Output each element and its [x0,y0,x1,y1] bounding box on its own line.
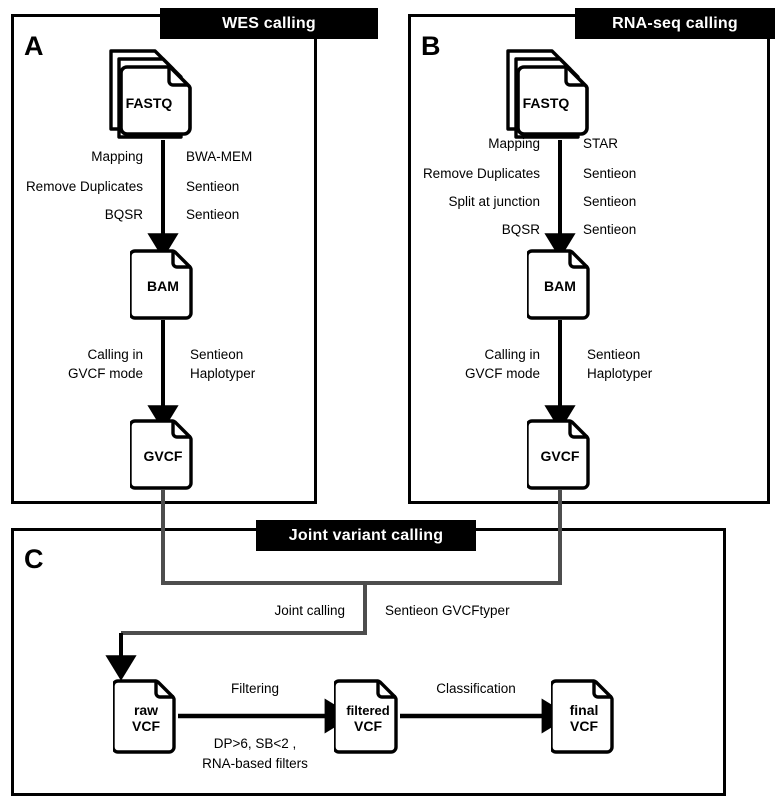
gvcf-corner-fold [171,421,191,439]
doc-wes-fastq-label: FASTQ [125,95,173,111]
doc-final-vcf-label-line1: final [569,702,599,718]
rna-step-left-split-at-junction: Split at junction [448,194,540,209]
wes-step-left-remove-duplicates: Remove Duplicates [25,179,143,194]
rna-step-right-sentieon-3: Sentieon [583,222,637,237]
filter-step-criteria-line2: RNA-based filters [202,756,308,771]
wes-step-left-bqsr: BQSR [104,207,143,222]
rna-call-step-right-line1: Sentieon [587,347,641,362]
bam-corner-fold [171,251,191,269]
doc-filtered-vcf-label-line2: VCF [354,718,382,734]
doc-filtered-vcf-label-line1: filtered [346,703,390,718]
doc-rna-gvcf-label: GVCF [540,448,580,464]
panel-letter-c: C [24,544,44,574]
wes-call-step-right-line1: Sentieon [190,347,244,362]
joint-step-right-gvcftyper: Sentieon GVCFtyper [385,603,510,618]
rna-step-right-sentieon-2: Sentieon [583,194,637,209]
classify-step-label-classification: Classification [436,681,516,696]
doc-rna-fastq: FASTQ [500,44,592,140]
fastq-corner-fold [167,67,188,87]
doc-wes-bam-label: BAM [147,278,179,294]
doc-wes-gvcf-label: GVCF [143,448,183,464]
title-bar-wes-calling: WES calling [160,8,378,39]
doc-rna-bam-label: BAM [544,278,576,294]
wes-step-right-sentieon-2: Sentieon [186,207,240,222]
rna-call-step-left-line2: GVCF mode [464,366,540,381]
doc-rna-gvcf: GVCF [525,418,593,490]
rna-step-left-mapping: Mapping [488,136,540,151]
rna-call-step-left-line1: Calling in [484,347,540,362]
wes-step-right-bwa-mem: BWA-MEM [186,149,253,164]
doc-final-vcf-label-line2: VCF [570,718,598,734]
fastq-corner-fold [564,67,585,87]
panel-c-frame [11,528,726,796]
raw-vcf-sheet [111,679,176,754]
panel-letter-b: B [421,31,441,61]
title-bar-rna-seq-calling: RNA-seq calling [575,8,775,39]
panel-letter-a: A [24,31,44,61]
doc-rna-bam: BAM [525,248,593,320]
rna-call-step-right-line2: Haplotyper [587,366,653,381]
final-vcf-corner-fold [592,681,612,699]
filtered-vcf-sheet [332,679,398,754]
doc-raw-vcf-label-line2: VCF [132,718,160,734]
rna-step-left-bqsr: BQSR [501,222,540,237]
doc-wes-gvcf: GVCF [128,418,196,490]
bam-corner-fold [568,251,588,269]
doc-raw-vcf: raw VCF [111,678,179,754]
doc-final-vcf: final VCF [549,678,617,754]
wes-step-right-sentieon-1: Sentieon [186,179,240,194]
filtered-vcf-corner-fold [376,681,396,699]
gvcf-corner-fold [568,421,588,439]
wes-call-step-right-line2: Haplotyper [190,366,256,381]
wes-call-step-left-line2: GVCF mode [67,366,143,381]
doc-rna-fastq-label: FASTQ [522,95,570,111]
rna-step-right-star: STAR [583,136,619,151]
title-bar-joint-variant-calling: Joint variant calling [256,520,476,551]
rna-step-left-remove-duplicates: Remove Duplicates [422,166,540,181]
joint-step-left-joint-calling: Joint calling [274,603,345,618]
rna-step-right-sentieon-1: Sentieon [583,166,637,181]
doc-filtered-vcf: filtered VCF [332,678,402,754]
wes-step-left-mapping: Mapping [91,149,143,164]
filter-step-label-filtering: Filtering [230,681,279,696]
doc-wes-fastq: FASTQ [103,44,195,140]
final-vcf-sheet [549,679,614,754]
wes-call-step-left-line1: Calling in [87,347,143,362]
doc-raw-vcf-label-line1: raw [133,702,159,718]
doc-wes-bam: BAM [128,248,196,320]
raw-vcf-corner-fold [154,681,174,699]
filter-step-criteria-line1: DP>6, SB<2 , [213,736,297,751]
